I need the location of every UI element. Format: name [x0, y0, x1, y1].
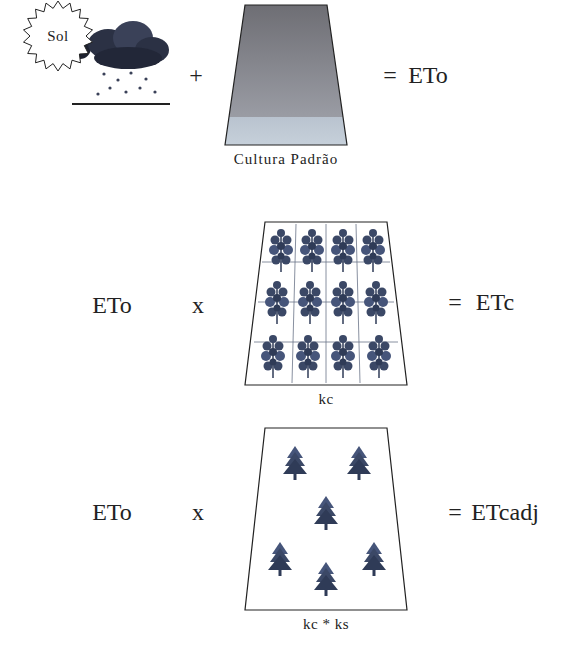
times-sign: x — [192, 500, 204, 524]
equals-sign: = — [448, 500, 462, 524]
equals-sign: = — [448, 290, 462, 314]
crop-plants — [261, 229, 391, 378]
sun-label: Sol — [47, 28, 69, 45]
stress-coefficient: kc * ks — [245, 428, 407, 610]
coefficient-label: kc * ks — [303, 616, 349, 633]
result-term: ETcadj — [471, 500, 539, 524]
factor-term: ETo — [92, 500, 132, 524]
field-outline — [245, 222, 407, 385]
crop-field — [245, 222, 407, 385]
field-outline — [225, 5, 347, 145]
result-term: ETo — [408, 63, 448, 87]
times-sign: x — [192, 293, 204, 317]
cloud — [94, 47, 162, 69]
ground-line — [72, 103, 170, 105]
field-outline — [245, 428, 407, 610]
rain-drops — [96, 71, 156, 95]
equals-sign: = — [383, 63, 397, 87]
reference-crop-field — [225, 5, 347, 145]
plus-sign: + — [189, 63, 203, 87]
coefficient-label: kc — [318, 391, 333, 408]
crop-field — [245, 428, 407, 610]
result-term: ETc — [476, 290, 514, 314]
sun-star — [24, 1, 93, 71]
stressed-trees — [268, 446, 386, 596]
factor-term: ETo — [92, 293, 132, 317]
reference-crop: Cultura Padrão — [225, 5, 347, 145]
crop-coefficient: kc — [245, 222, 407, 385]
coefficient-label: Cultura Padrão — [234, 151, 338, 168]
sun-symbol: Sol — [18, 0, 98, 72]
crop-grid — [254, 224, 398, 383]
